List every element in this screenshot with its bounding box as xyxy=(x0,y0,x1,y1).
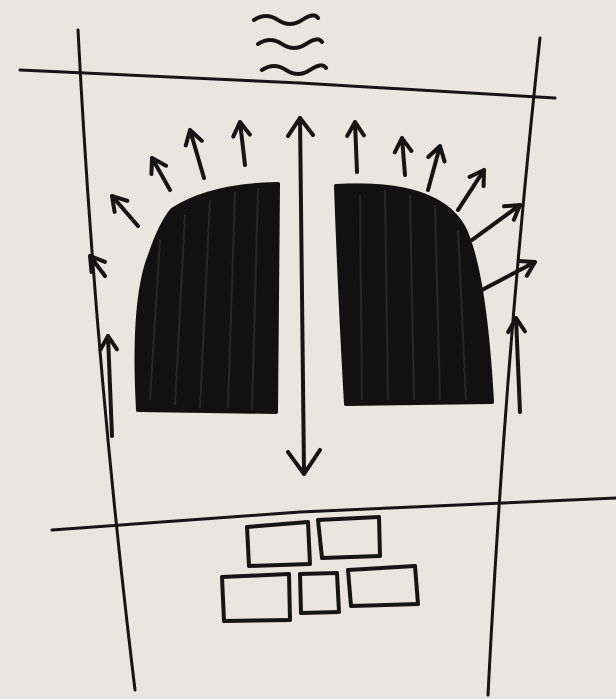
paper-background xyxy=(0,0,616,699)
sketch-diagram xyxy=(0,0,616,699)
